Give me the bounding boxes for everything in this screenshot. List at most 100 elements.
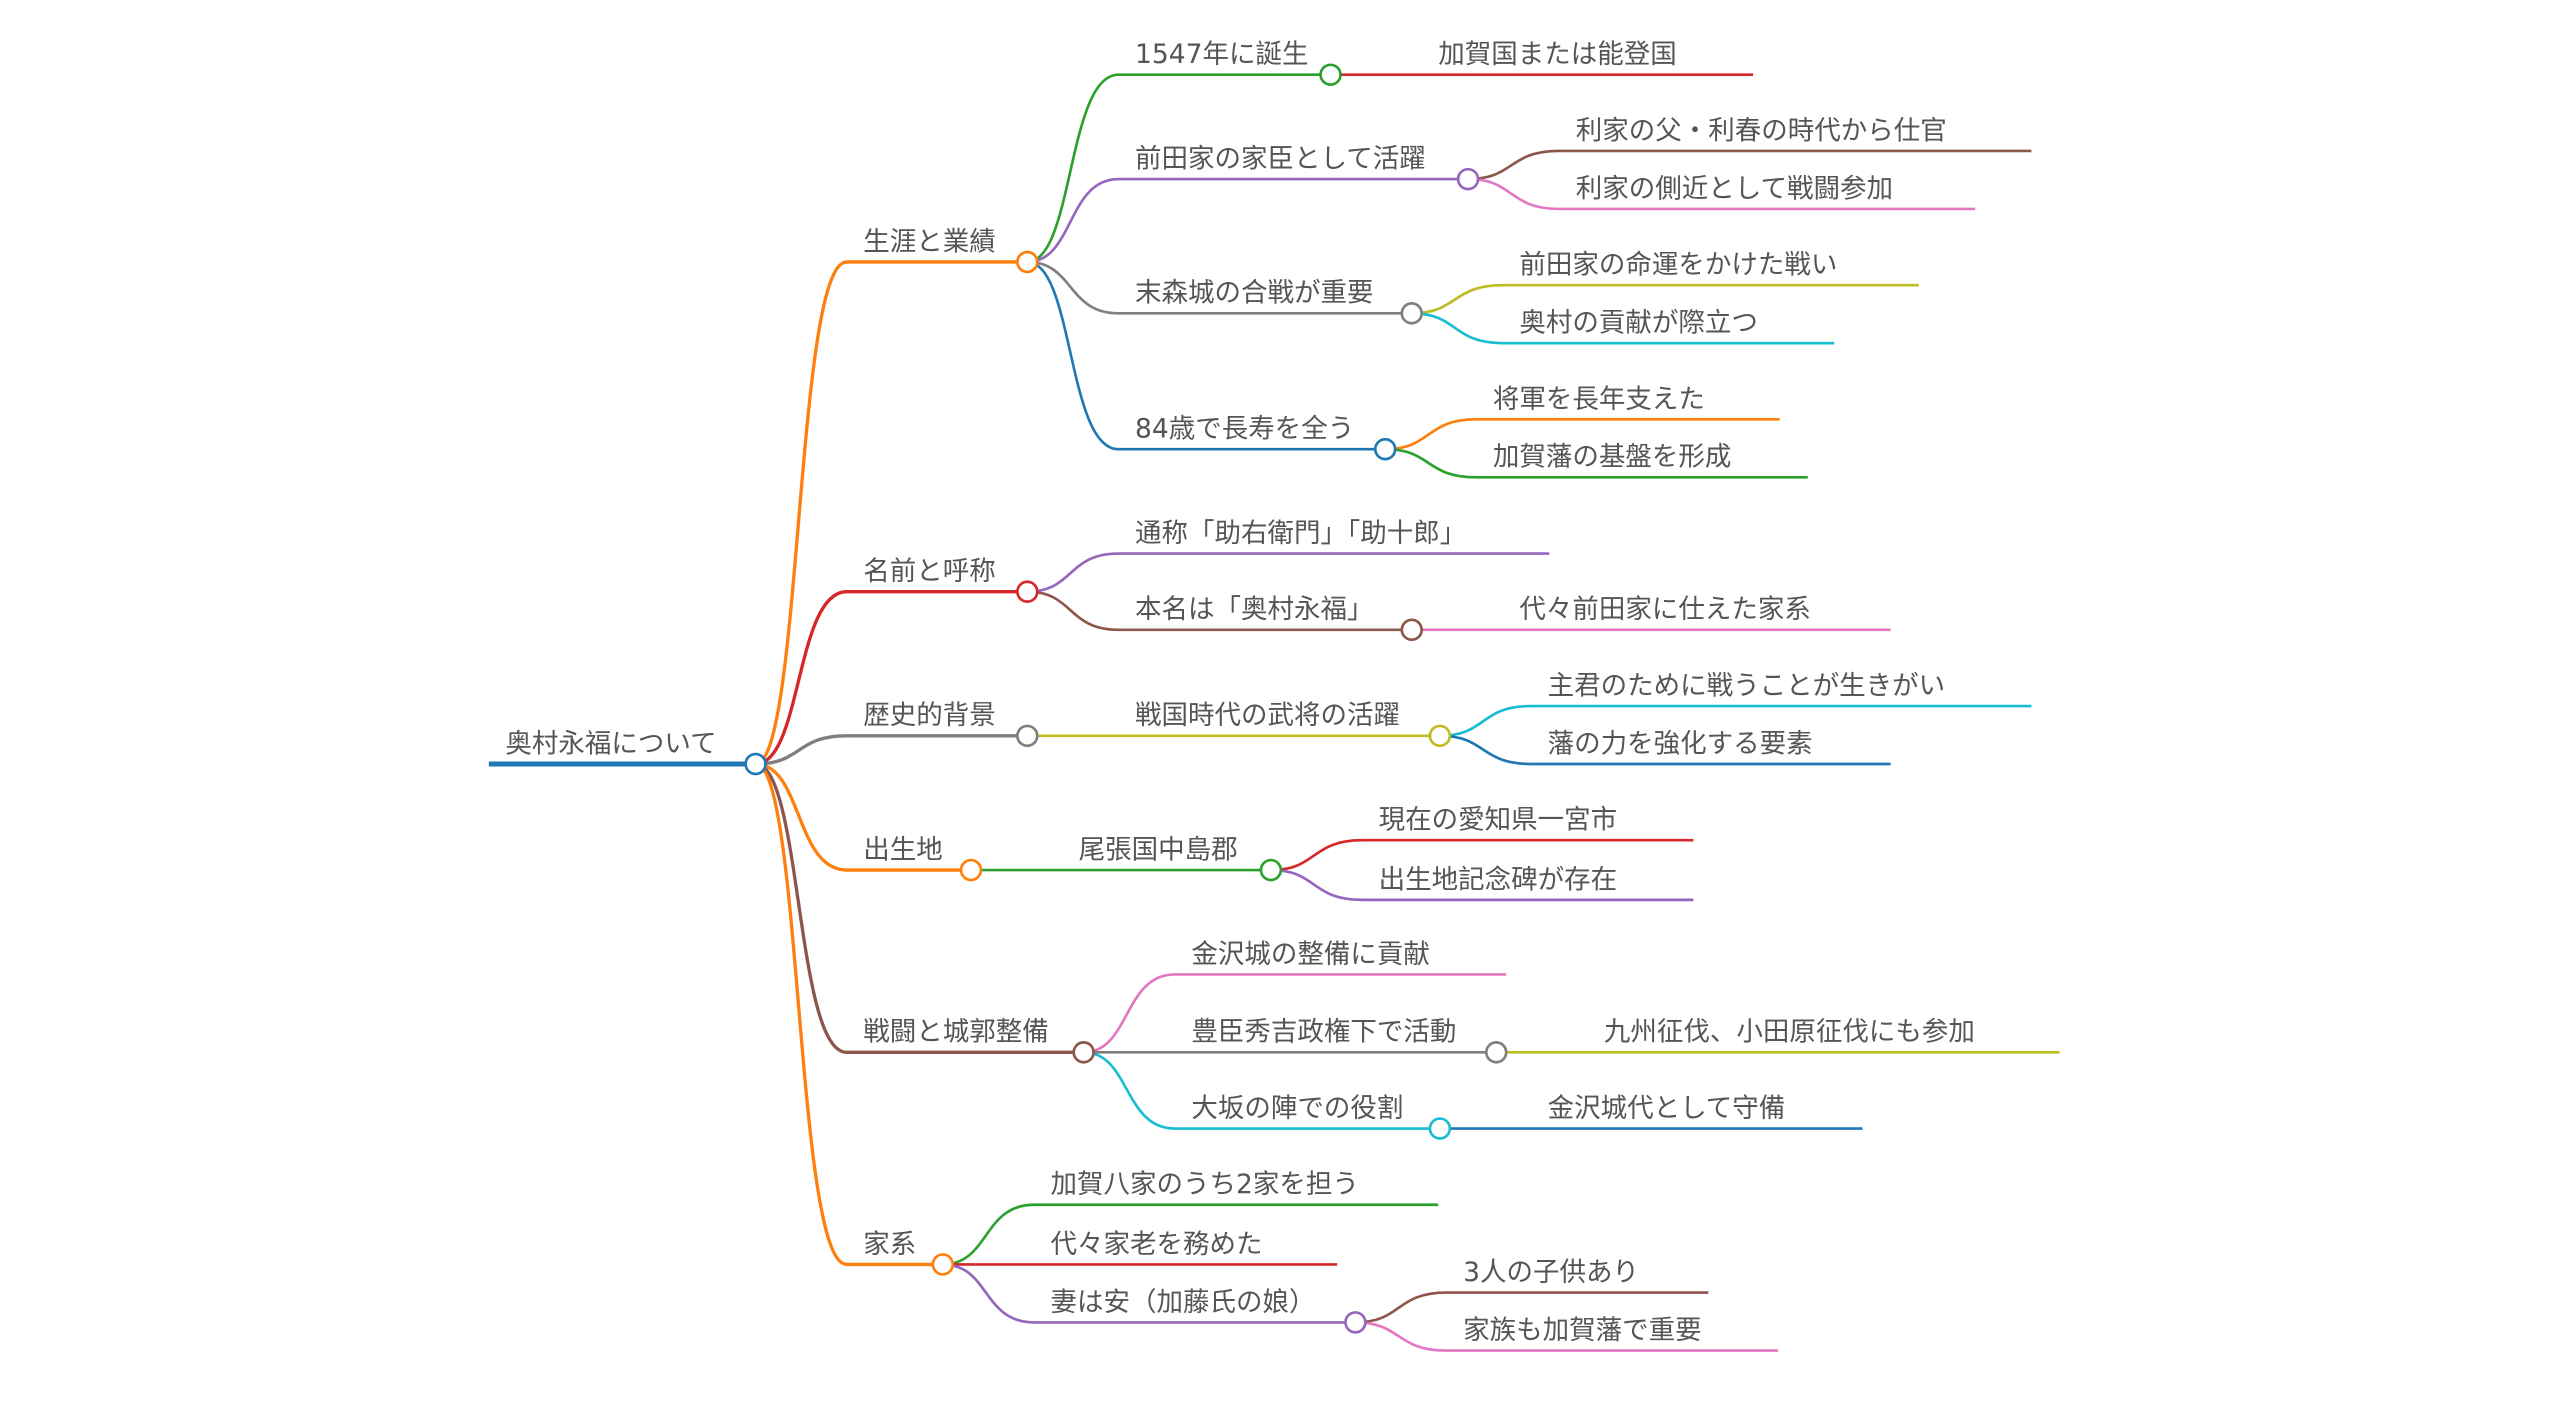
branch-node[interactable]: 前田家の家臣として活躍 (1135, 144, 1480, 191)
collapse-toggle[interactable] (931, 1253, 955, 1276)
node-label: 加賀八家のうち2家を担う (1051, 1169, 1359, 1200)
branch-link (1439, 734, 1891, 766)
branch-link (755, 762, 1084, 1054)
root-node[interactable]: 奥村永福について (505, 728, 767, 776)
leaf-node[interactable]: 代々前田家に仕えた家系 (1519, 594, 1811, 625)
leaf-node[interactable]: 家族も加賀藩で重要 (1463, 1315, 1702, 1346)
node-label: 利家の父・利春の時代から仕官 (1576, 115, 1947, 146)
branch-link (942, 1263, 1356, 1324)
node-label: 前田家の家臣として活躍 (1135, 144, 1426, 175)
node-label: 妻は安（加藤氏の娘） (1051, 1287, 1316, 1318)
collapse-toggle[interactable] (1016, 724, 1039, 748)
collapse-toggle[interactable] (1400, 618, 1423, 642)
node-label: 本名は「奥村永福」 (1135, 594, 1374, 625)
node-label: 名前と呼称 (863, 556, 996, 587)
node-label: 戦国時代の武将の活躍 (1135, 700, 1400, 731)
leaf-node[interactable]: 金沢城の整備に貢献 (1191, 939, 1430, 970)
mindmap-nodes: 奥村永福について 生涯と業績 1547年に誕生 加賀国または能登国前田家の家臣として活… (505, 39, 1975, 1346)
branch-link (1027, 552, 1550, 594)
node-label: 生涯と業績 (863, 226, 996, 257)
branch-node[interactable]: 尾張国中島郡 (1079, 834, 1283, 882)
leaf-node[interactable]: 前田家の命運をかけた戦い (1519, 250, 1837, 281)
branch-link (755, 734, 1028, 766)
branch-link (1027, 260, 1412, 315)
branch-node[interactable]: 豊臣秀吉政権下で活動 (1191, 1017, 1508, 1064)
node-label: 将軍を長年支えた (1493, 384, 1705, 415)
node-label: 戦闘と城郭整備 (863, 1017, 1049, 1048)
node-label: 出生地記念碑が存在 (1379, 864, 1618, 895)
node-label: 加賀国または能登国 (1438, 39, 1677, 70)
branch-node[interactable]: 名前と呼称 (863, 556, 1039, 603)
leaf-node[interactable]: 奥村の貢献が際立つ (1519, 308, 1758, 339)
node-label: 末森城の合戦が重要 (1135, 278, 1374, 309)
leaf-node[interactable]: 3人の子供あり (1463, 1257, 1639, 1288)
leaf-node[interactable]: 利家の側近として戦闘参加 (1576, 173, 1893, 204)
mindmap-links (488, 73, 2060, 1352)
leaf-node[interactable]: 代々家老を務めた (1051, 1229, 1263, 1260)
branch-link (1439, 704, 2032, 738)
node-label: 金沢城代として守備 (1548, 1093, 1786, 1124)
collapse-toggle[interactable] (744, 752, 767, 776)
node-label: 九州征伐、小田原征伐にも参加 (1604, 1017, 1975, 1048)
leaf-node[interactable]: 将軍を長年支えた (1493, 384, 1705, 415)
leaf-node[interactable]: 利家の父・利春の時代から仕官 (1576, 115, 1947, 146)
node-label: 金沢城の整備に貢献 (1191, 939, 1430, 970)
node-label: 大坂の陣での役割 (1191, 1093, 1403, 1124)
branch-link (1385, 447, 1808, 479)
branch-link (1027, 590, 1412, 632)
collapse-toggle[interactable] (1016, 580, 1039, 603)
node-label: 現在の愛知県一宮市 (1379, 805, 1618, 836)
collapse-toggle[interactable] (1373, 437, 1397, 461)
leaf-node[interactable]: 現在の愛知県一宮市 (1379, 805, 1618, 836)
branch-link (1411, 283, 1919, 315)
leaf-node[interactable]: 藩の力を強化する要素 (1548, 728, 1813, 759)
leaf-node[interactable]: 加賀八家のうち2家を担う (1051, 1169, 1359, 1200)
leaf-node[interactable]: 九州征伐、小田原征伐にも参加 (1604, 1017, 1975, 1048)
collapse-toggle[interactable] (959, 858, 983, 882)
branch-link (1027, 177, 1469, 264)
leaf-node[interactable]: 加賀藩の基盤を形成 (1493, 442, 1731, 473)
leaf-node[interactable]: 加賀国または能登国 (1438, 39, 1677, 70)
collapse-toggle[interactable] (1400, 302, 1423, 325)
leaf-node[interactable]: 出生地記念碑が存在 (1379, 864, 1618, 895)
branch-node[interactable]: 生涯と業績 (863, 226, 1039, 274)
node-label: 歴史的背景 (863, 700, 996, 731)
branch-node[interactable]: 戦国時代の武将の活躍 (1135, 700, 1452, 748)
leaf-node[interactable]: 主君のために戦うことが生きがい (1548, 670, 1946, 701)
branch-link (755, 762, 971, 872)
node-label: 尾張国中島郡 (1079, 834, 1238, 865)
branch-link (1468, 149, 2032, 181)
branch-link (1027, 260, 1386, 451)
node-label: 奥村の貢献が際立つ (1519, 308, 1758, 339)
collapse-toggle[interactable] (1456, 167, 1480, 191)
branch-node[interactable]: 本名は「奥村永福」 (1135, 594, 1423, 642)
branch-node[interactable]: 出生地 (863, 834, 983, 882)
branch-link (755, 260, 1028, 766)
node-label: 前田家の命運をかけた戦い (1519, 250, 1837, 281)
collapse-toggle[interactable] (1428, 724, 1452, 748)
collapse-toggle[interactable] (1072, 1041, 1095, 1064)
collapse-toggle[interactable] (1484, 1041, 1508, 1064)
collapse-toggle[interactable] (1016, 250, 1039, 274)
collapse-toggle[interactable] (1344, 1311, 1367, 1334)
branch-node[interactable]: 大坂の陣での役割 (1191, 1093, 1452, 1140)
collapse-toggle[interactable] (1428, 1117, 1452, 1140)
branch-node[interactable]: 歴史的背景 (863, 700, 1039, 748)
branch-node[interactable]: 戦闘と城郭整備 (863, 1017, 1095, 1064)
branch-link (1385, 418, 1780, 451)
node-label: 加賀藩の基盤を形成 (1493, 442, 1731, 473)
branch-node[interactable]: 84歳で長寿を全う (1135, 414, 1397, 461)
branch-link (1083, 973, 1507, 1054)
node-label: 藩の力を強化する要素 (1548, 728, 1813, 759)
branch-link (1411, 311, 1835, 345)
leaf-node[interactable]: 金沢城代として守備 (1548, 1093, 1786, 1124)
branch-node[interactable]: 家系 (863, 1229, 955, 1276)
branch-link (942, 1203, 1439, 1266)
collapse-toggle[interactable] (1319, 63, 1342, 86)
leaf-node[interactable]: 通称「助右衛門」「助十郎」 (1135, 518, 1466, 549)
branch-node[interactable]: 妻は安（加藤氏の娘） (1051, 1287, 1367, 1334)
collapse-toggle[interactable] (1259, 858, 1283, 882)
node-label: 豊臣秀吉政権下で活動 (1191, 1017, 1456, 1048)
branch-node[interactable]: 末森城の合戦が重要 (1135, 278, 1423, 325)
branch-node[interactable]: 1547年に誕生 (1135, 39, 1342, 86)
